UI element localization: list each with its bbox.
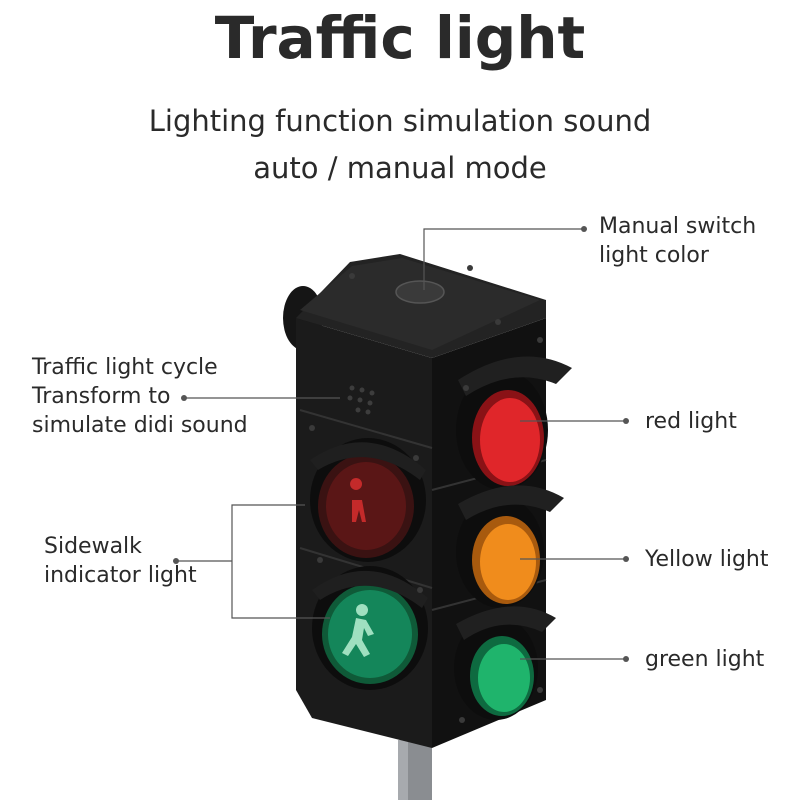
manual-switch-button bbox=[395, 280, 445, 304]
vehicle-green-lamp bbox=[454, 606, 556, 720]
callout-lines bbox=[176, 228, 626, 660]
subtitle-line-2: auto / manual mode bbox=[253, 151, 547, 185]
vehicle-red-lamp bbox=[456, 356, 572, 490]
pedestrian-green-lamp bbox=[312, 566, 428, 690]
vehicle-yellow-lamp bbox=[456, 485, 564, 608]
label-yellow-light: Yellow light bbox=[645, 547, 769, 572]
label-green-light: green light bbox=[645, 647, 765, 672]
label-manual-switch: Manual switch light color bbox=[599, 214, 757, 268]
pedestrian-red-lamp bbox=[310, 438, 426, 562]
page-title: Traffic light bbox=[214, 4, 586, 72]
callout-dots bbox=[173, 226, 629, 662]
label-sidewalk-indicator: Sidewalk indicator light bbox=[44, 534, 197, 588]
subtitle-line-1: Lighting function simulation sound bbox=[148, 104, 652, 138]
screws bbox=[309, 265, 543, 723]
label-red-light: red light bbox=[645, 409, 737, 434]
speaker-holes bbox=[347, 385, 375, 415]
label-cycle-sound: Traffic light cycle Transform to simulat… bbox=[32, 355, 248, 438]
